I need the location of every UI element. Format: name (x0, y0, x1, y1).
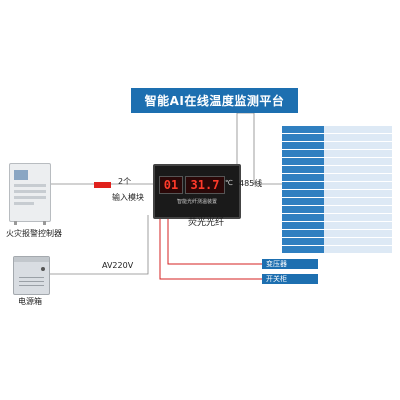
spec-value-cell (323, 237, 392, 246)
spec-key-cell (282, 165, 324, 174)
temperature-display: 31.7 (185, 176, 225, 194)
panel-row (14, 184, 46, 187)
spec-key-cell (282, 181, 324, 190)
spec-value-cell (323, 181, 392, 190)
spec-value-cell (323, 229, 392, 238)
panel-row (14, 196, 46, 199)
spec-row (282, 245, 392, 254)
fiber-label: 荧光光纤 (188, 218, 225, 228)
spec-row (282, 157, 392, 166)
spec-key-cell (282, 197, 324, 206)
spec-row (282, 221, 392, 230)
spec-value-cell (323, 245, 392, 254)
spec-row (282, 173, 392, 182)
spec-key-cell (282, 157, 324, 166)
transformer-box: 变压器 (262, 259, 318, 269)
spec-key-cell (282, 237, 324, 246)
input-module-label: 输入模块 (112, 193, 144, 202)
spec-row (282, 205, 392, 214)
line-power-to-controller (49, 215, 149, 275)
spec-key-cell (282, 173, 324, 182)
spec-value-cell (323, 173, 392, 182)
spec-row (282, 141, 392, 150)
spec-value-cell (323, 126, 392, 134)
spec-row (282, 126, 392, 134)
spec-key-cell (282, 205, 324, 214)
power-box-knob (41, 267, 45, 271)
spec-row (282, 189, 392, 198)
temperature-controller: 01 31.7 ℃ 智能光纤测温装置 (153, 164, 241, 219)
channel-display: 01 (159, 176, 183, 194)
panel-row (14, 202, 34, 205)
power-box-image (13, 256, 50, 295)
switchgear-box: 开关柜 (262, 274, 318, 284)
fire-alarm-panel-image (9, 163, 51, 225)
switchgear-label: 开关柜 (266, 275, 287, 283)
input-module-connector (94, 182, 111, 188)
spec-value-cell (323, 141, 392, 150)
spec-key-cell (282, 229, 324, 238)
spec-value-cell (323, 213, 392, 222)
temperature-unit: ℃ (225, 179, 233, 187)
spec-row (282, 181, 392, 190)
spec-value-cell (323, 157, 392, 166)
spec-row (282, 213, 392, 222)
line-fiber-switchgear (159, 215, 262, 280)
spec-key-cell (282, 141, 324, 150)
controller-name: 智能光纤测温装置 (176, 199, 217, 205)
power-box-label: 电源箱 (18, 297, 42, 306)
line-fiber-transformer (167, 215, 262, 265)
spec-row (282, 133, 392, 142)
spec-table (282, 126, 392, 254)
ac-power-label: AV220V (102, 261, 134, 270)
panel-row (14, 190, 46, 193)
platform-title-box: 智能AI在线温度监测平台 (131, 88, 298, 113)
count-label: 2个 (118, 177, 132, 186)
line-485-to-spec (237, 112, 282, 185)
spec-value-cell (323, 189, 392, 198)
spec-row (282, 149, 392, 158)
spec-value-cell (323, 165, 392, 174)
power-box-vent (19, 285, 44, 286)
spec-value-cell (323, 197, 392, 206)
spec-row (282, 197, 392, 206)
spec-row (282, 237, 392, 246)
transformer-label: 变压器 (266, 260, 287, 268)
panel-screen (14, 170, 28, 180)
spec-key-cell (282, 149, 324, 158)
spec-value-cell (323, 133, 392, 142)
panel-leg (43, 221, 46, 225)
fire-panel-label: 火灾报警控制器 (6, 229, 62, 238)
spec-value-cell (323, 221, 392, 230)
spec-key-cell (282, 189, 324, 198)
platform-title: 智能AI在线温度监测平台 (144, 94, 285, 108)
spec-value-cell (323, 149, 392, 158)
spec-key-cell (282, 213, 324, 222)
power-box-top (14, 257, 49, 262)
spec-key-cell (282, 221, 324, 230)
spec-row (282, 165, 392, 174)
panel-leg (14, 221, 17, 225)
power-box-vent (19, 277, 44, 278)
spec-key-cell (282, 133, 324, 142)
power-box-vent (19, 281, 44, 282)
spec-row (282, 229, 392, 238)
spec-key-cell (282, 245, 324, 254)
spec-key-cell (282, 126, 324, 134)
spec-value-cell (323, 205, 392, 214)
rs485-label: 485线 (239, 179, 263, 188)
